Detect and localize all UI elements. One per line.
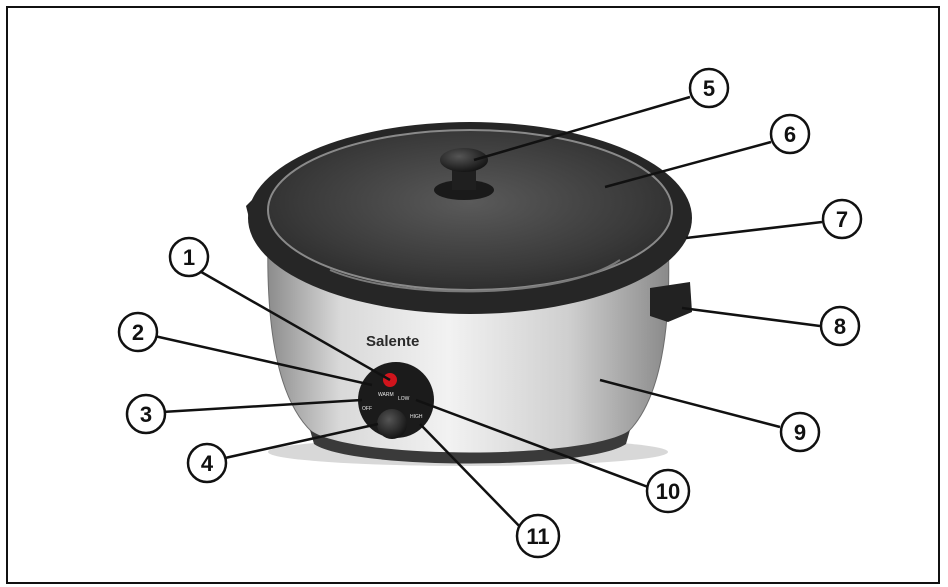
right-handle <box>650 282 692 322</box>
callout-9: 9 <box>781 413 819 451</box>
callout-1: 1 <box>170 238 208 276</box>
lid-knob-top <box>440 148 488 172</box>
dial-label-warm: WARM <box>378 392 394 398</box>
callout-5: 5 <box>690 69 728 107</box>
callout-3-label: 3 <box>140 402 152 427</box>
dial-label-high: HIGH <box>410 414 423 420</box>
callout-11: 11 <box>517 515 559 557</box>
callout-2-label: 2 <box>132 320 144 345</box>
callout-6: 6 <box>771 115 809 153</box>
callout-4: 4 <box>188 444 226 482</box>
callout-9-label: 9 <box>794 420 806 445</box>
callout-6-label: 6 <box>784 122 796 147</box>
dial-label-low: LOW <box>398 396 410 402</box>
control-knob[interactable] <box>377 409 407 439</box>
callout-5-label: 5 <box>703 76 715 101</box>
callout-2: 2 <box>119 313 157 351</box>
callout-3: 3 <box>127 395 165 433</box>
callout-1-label: 1 <box>183 245 195 270</box>
callout-8: 8 <box>821 307 859 345</box>
dial-label-off: OFF <box>362 406 372 412</box>
callout-10: 10 <box>647 470 689 512</box>
callout-7-label: 7 <box>836 207 848 232</box>
callout-7: 7 <box>823 200 861 238</box>
callout-4-label: 4 <box>201 451 214 476</box>
callout-8-label: 8 <box>834 314 846 339</box>
callout-10-label: 10 <box>656 479 680 504</box>
callout-11-label: 11 <box>526 524 549 549</box>
brand-logo: Salente <box>366 333 419 350</box>
